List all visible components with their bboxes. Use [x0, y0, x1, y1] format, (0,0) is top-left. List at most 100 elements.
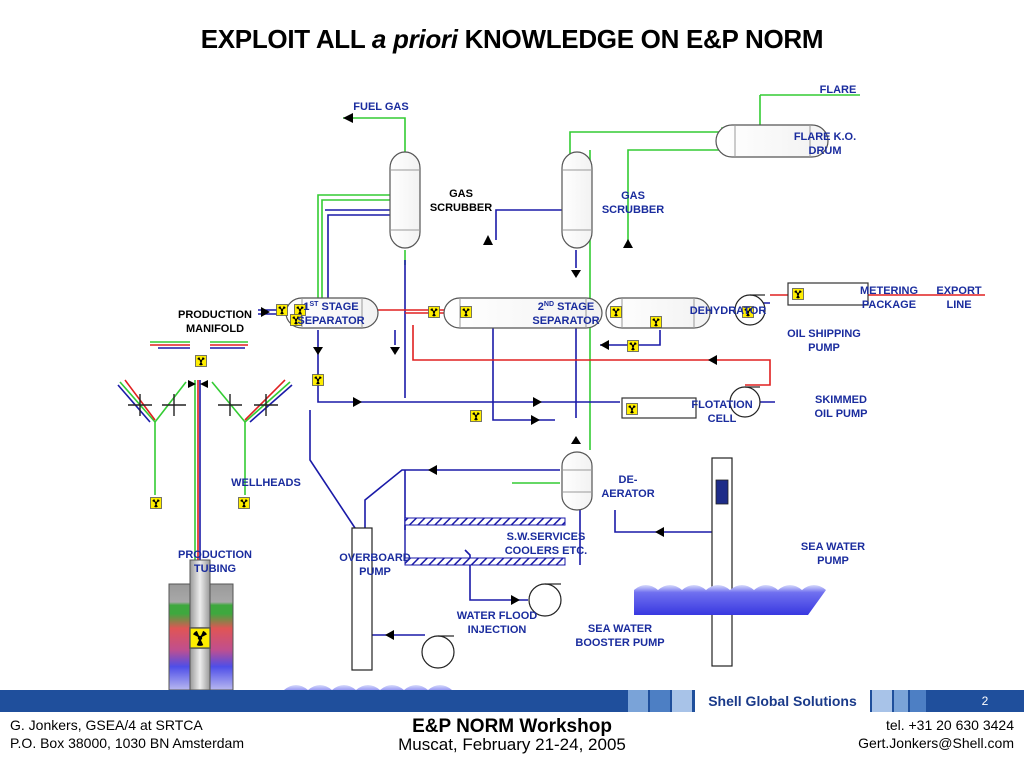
flare-ko-drum-vessel	[715, 124, 829, 158]
flow-arrow-icon	[708, 355, 717, 365]
footer-address: P.O. Box 38000, 1030 BN Amsterdam	[10, 735, 244, 751]
sea-water-pump-label-1: SEA WATER	[801, 541, 865, 553]
footer-left: G. Jonkers, GSEA/4 at SRTCA P.O. Box 380…	[10, 716, 244, 752]
flow-arrow-icon	[390, 347, 400, 355]
gas-scrubber-1-label-2: SCRUBBER	[430, 202, 492, 214]
radiation-trefoil-icon	[312, 374, 324, 386]
radiation-trefoil-icon	[792, 288, 804, 300]
footer-email[interactable]: Gert.Jonkers@Shell.com	[858, 735, 1014, 751]
deaerator-vessel	[561, 451, 593, 511]
flare-ko-label-2: DRUM	[809, 145, 842, 157]
first-stage-num: 1	[303, 301, 309, 313]
booster-label-1: SEA WATER	[588, 623, 652, 635]
metering-package-box	[787, 282, 869, 306]
radiation-trefoil-icon	[189, 627, 211, 649]
flow-arrow-icon	[531, 415, 540, 425]
radiation-trefoil-icon	[460, 306, 472, 318]
radiation-trefoil-icon	[150, 497, 162, 509]
radiation-trefoil-icon	[610, 306, 622, 318]
deaerator-label-2: AERATOR	[601, 488, 654, 500]
flow-arrow-icon	[385, 630, 394, 640]
flare-ko-label-1: FLARE K.O.	[794, 131, 856, 143]
flow-arrow-icon	[571, 436, 581, 444]
footer-workshop-title: E&P NORM Workshop	[412, 716, 612, 737]
footer-phone: tel. +31 20 630 3424	[885, 717, 1014, 733]
radiation-trefoil-icon	[470, 410, 482, 422]
second-stage-num: 2	[538, 301, 544, 313]
flow-arrow-icon	[533, 397, 542, 407]
flow-arrow-icon	[511, 595, 520, 605]
pumps	[421, 294, 766, 669]
flow-arrow-icon	[261, 307, 270, 317]
flow-arrow-icon	[483, 235, 493, 245]
brand-logo-text: Shell Global Solutions	[695, 690, 870, 712]
second-stage-word: STAGE	[554, 301, 594, 313]
process-flow-diagram: FLARE FUEL GAS FLARE K.O. DRUM GAS SCRUB…	[117, 84, 985, 690]
first-stage-sup: ST	[310, 301, 320, 308]
title-post: KNOWLEDGE ON E&P NORM	[457, 24, 824, 54]
sea-right	[634, 585, 826, 615]
title-pre: EXPLOIT ALL	[200, 24, 372, 54]
wellhead-crosses	[128, 394, 278, 416]
water-flood-label-1: WATER FLOOD	[457, 610, 538, 622]
skimmed-label-2: OIL PUMP	[815, 408, 868, 420]
first-stage-word: STAGE	[318, 301, 358, 313]
wellheads-label: WELLHEADS	[231, 477, 301, 489]
export-label-2: LINE	[946, 299, 971, 311]
footer-center: E&P NORM Workshop Muscat, February 21-24…	[312, 716, 712, 754]
radiation-trefoil-icon	[650, 316, 662, 328]
booster-label-2: BOOSTER PUMP	[575, 637, 664, 649]
second-stage-separator-vessel	[443, 297, 603, 329]
production-tubing-label-2: TUBING	[194, 563, 236, 575]
footer-area	[0, 712, 1024, 768]
metering-label-2: PACKAGE	[862, 299, 916, 311]
flow-arrow-icon	[188, 380, 196, 388]
gas-scrubber-2-label-2: SCRUBBER	[602, 204, 664, 216]
overboard-label-2: PUMP	[359, 566, 391, 578]
oil-lines	[117, 209, 775, 636]
flow-arrow-icon	[623, 239, 633, 248]
sw-coolers	[404, 517, 566, 566]
page-number: 2	[981, 694, 989, 708]
flow-arrow-icon	[600, 340, 609, 350]
flow-arrow-icon	[655, 527, 664, 537]
sw-services-label-1: S.W.SERVICES	[507, 531, 586, 543]
flow-arrow-icon	[313, 347, 323, 355]
radiation-trefoil-icon	[238, 497, 250, 509]
radiation-trefoil-icon	[626, 403, 638, 415]
flow-arrow-icon	[571, 270, 581, 278]
flow-arrow-icon	[428, 465, 437, 475]
radiation-trefoil-icon	[195, 355, 207, 367]
dehydrator-vessel	[605, 297, 711, 329]
radiation-trefoil-icon	[627, 340, 639, 352]
footer-author: G. Jonkers, GSEA/4 at SRTCA	[10, 717, 203, 733]
skimmed-label-1: SKIMMED	[815, 394, 867, 406]
export-label-1: EXPORT	[936, 285, 982, 297]
radiation-trefoil-icon	[428, 306, 440, 318]
production-manifold-label-1: PRODUCTION	[178, 309, 252, 321]
flare-label: FLARE	[820, 84, 857, 96]
diagram-labels: FLARE FUEL GAS FLARE K.O. DRUM GAS SCRUB…	[178, 84, 982, 649]
sea-water-pump-caisson	[711, 457, 733, 667]
water-flood-label-2: INJECTION	[468, 624, 527, 636]
second-stage-label-2: SEPARATOR	[532, 315, 599, 327]
gas-scrubber-1-label-1: GAS	[449, 188, 473, 200]
gas-lines	[119, 94, 860, 580]
flow-arrow-icon	[343, 113, 353, 123]
production-manifold-label-2: MANIFOLD	[186, 323, 244, 335]
footer-workshop-date: Muscat, February 21-24, 2005	[398, 735, 626, 754]
vessels	[285, 124, 829, 511]
flow-arrows	[188, 113, 717, 640]
deaerator-label-1: DE-	[619, 474, 638, 486]
flotation-label-2: CELL	[708, 413, 737, 425]
gas-scrubber-1-vessel	[389, 151, 421, 249]
sea-bottom	[284, 685, 462, 690]
production-tubing	[189, 559, 211, 690]
dehydrator-label: DEHYDRATOR	[690, 305, 767, 317]
gas-scrubber-2-label-1: GAS	[621, 190, 645, 202]
flotation-cell-box	[621, 397, 697, 419]
first-stage-label-1: 1ST STAGE	[303, 301, 358, 313]
second-stage-sup: ND	[544, 301, 554, 308]
second-stage-label-1: 2ND STAGE	[538, 301, 594, 313]
sw-services-label-2: COOLERS ETC.	[505, 545, 588, 557]
